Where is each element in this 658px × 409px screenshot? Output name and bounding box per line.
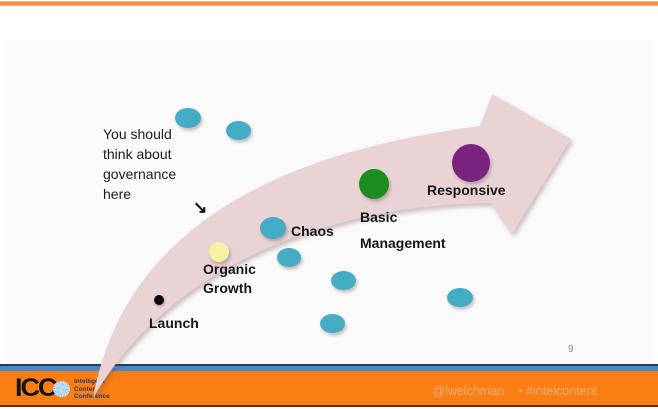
top-accent-bar [0,1,658,6]
scatter-dot [277,248,301,267]
footer-separator: • [518,384,523,398]
scatter-dot [447,288,473,307]
stage-label-organic-growth: Organic Growth [203,261,256,296]
icc-logo-text: ICC [15,374,57,402]
footer-hashtag: #intelcontent [526,384,597,398]
stage-label-responsive: Responsive [427,182,506,198]
stage-dot-responsive [452,144,490,182]
stage-label-basic-management: Basic Management [360,209,446,251]
footer-social-text: @lwelchman • #intelcontent [432,384,597,398]
scatter-dot [320,314,345,333]
page-number: 9 [568,344,574,355]
scatter-dot [331,271,356,290]
icc-logo-caption: Intelligent Content Conference [74,378,110,400]
icc-fan-icon [53,381,70,397]
footer-handle: @lwelchman [432,384,505,398]
footer-bottom-edge [0,405,658,407]
scatter-dot-chaos [260,217,286,239]
annotation-text: You should think about governance here [103,126,177,202]
scatter-dot [226,121,251,140]
stage-label-chaos: Chaos [291,223,334,239]
stage-dot-organic-growth [209,242,229,262]
stage-label-launch: Launch [149,315,199,331]
stage-dot-launch [154,295,164,305]
stage-dot-basic-management [359,169,389,199]
